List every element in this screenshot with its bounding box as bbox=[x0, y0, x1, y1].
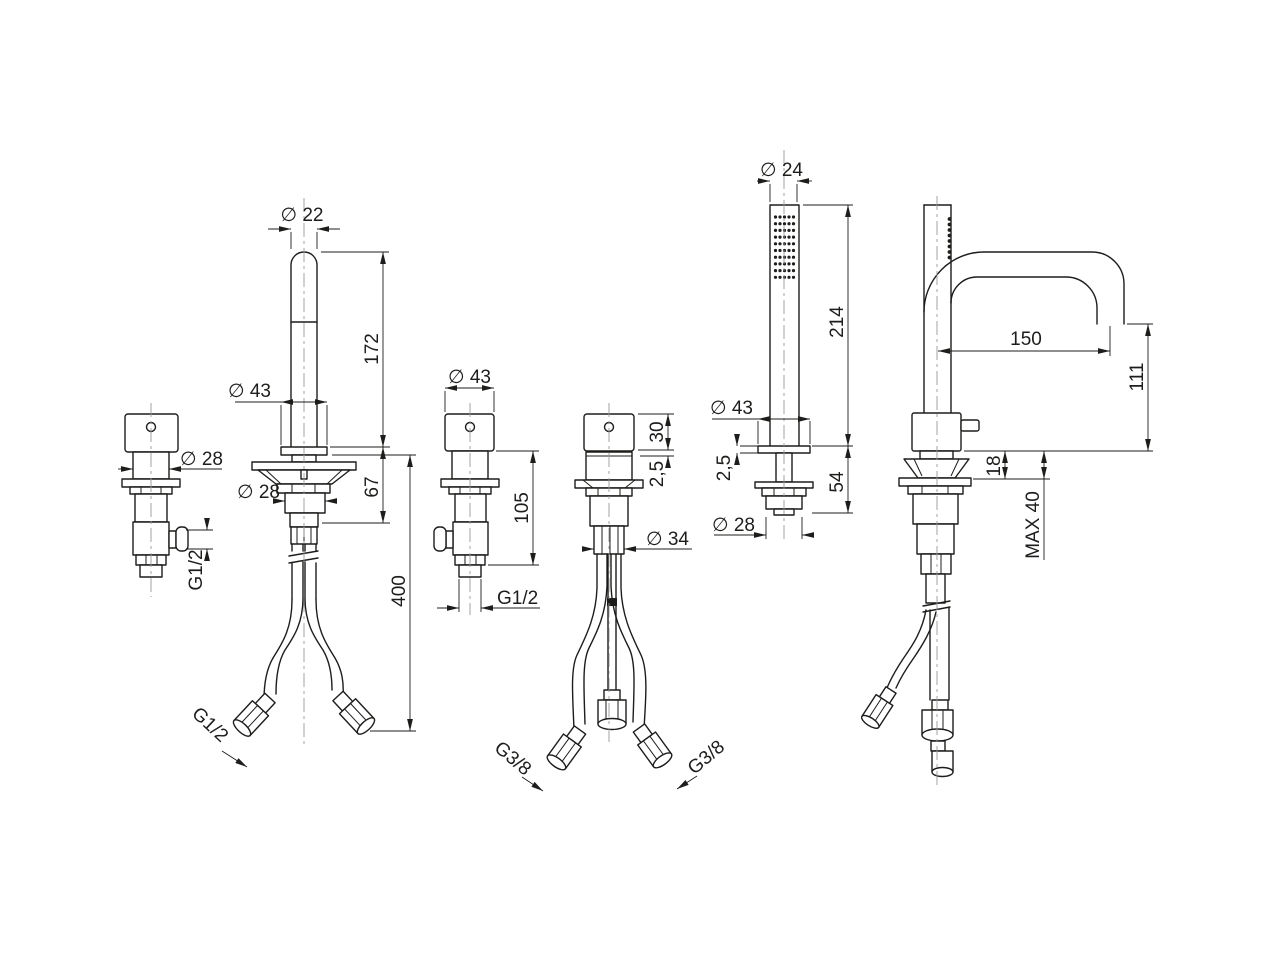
dim-label-diverter-gap: 2,5 bbox=[647, 461, 668, 487]
dim-label-faucet-spout-reach: 150 bbox=[1010, 329, 1042, 350]
left-valve-dimensions bbox=[118, 466, 222, 561]
diverter-dimensions bbox=[521, 413, 698, 792]
dim-label-faucet-spout-height: 111 bbox=[1127, 363, 1148, 392]
hose-fitting-left bbox=[232, 692, 276, 737]
faucet-hose-fitting-left bbox=[860, 686, 897, 729]
dim-label-spout-body-diameter: ∅ 28 bbox=[237, 482, 280, 503]
dim-label-spout-collar-diameter: ∅ 43 bbox=[228, 381, 271, 402]
dim-label-left-valve-thread: G1/2 bbox=[186, 549, 207, 590]
deck-spout-dimensions bbox=[938, 323, 1153, 560]
diverter-fitting-left bbox=[546, 725, 587, 771]
spout-column-view bbox=[232, 198, 376, 748]
dim-label-diverter-thread-diameter: ∅ 34 bbox=[646, 529, 689, 550]
right-valve-dimensions bbox=[437, 385, 540, 612]
handshower-view bbox=[754, 150, 814, 540]
dim-label-handshower-length: 214 bbox=[827, 306, 848, 338]
dim-label-handshower-base-diameter: ∅ 28 bbox=[712, 515, 755, 536]
dim-label-spout-total-height: 400 bbox=[389, 575, 410, 607]
dim-label-diverter-thread-right: G3/8 bbox=[684, 737, 729, 780]
deck-spout-assembled-view bbox=[860, 196, 1125, 788]
diverter-fitting-right bbox=[632, 723, 673, 769]
dim-label-right-valve-diameter: ∅ 43 bbox=[448, 367, 491, 388]
dim-label-spout-top-diameter: ∅ 22 bbox=[281, 205, 324, 226]
dim-label-handshower-collar-thickness: 2,5 bbox=[714, 455, 735, 481]
dim-label-faucet-body-height: 18 bbox=[984, 455, 1005, 476]
right-valve-front-view bbox=[433, 403, 500, 615]
dim-label-faucet-max-deck: MAX 40 bbox=[1023, 491, 1044, 559]
dim-label-diverter-thread-left: G3/8 bbox=[490, 738, 535, 781]
dim-label-left-valve-diameter: ∅ 28 bbox=[180, 449, 223, 470]
spout-column-dimensions bbox=[221, 226, 416, 768]
handshower-dimensions bbox=[712, 178, 853, 539]
dim-label-handshower-diameter: ∅ 24 bbox=[760, 160, 803, 181]
dim-label-right-valve-thread: G1/2 bbox=[497, 588, 538, 609]
dim-label-diverter-handle-height: 30 bbox=[647, 421, 668, 442]
left-valve-side-view bbox=[121, 403, 189, 597]
dim-label-spout-thread: G1/2 bbox=[188, 703, 232, 746]
dim-label-handshower-base-height: 54 bbox=[827, 471, 848, 493]
dim-label-spout-upper-height: 172 bbox=[362, 333, 383, 365]
dim-label-right-valve-height: 105 bbox=[512, 492, 533, 524]
dim-label-spout-base-height: 67 bbox=[362, 476, 383, 497]
dim-label-handshower-collar-diameter: ∅ 43 bbox=[710, 398, 753, 419]
diverter-view bbox=[546, 403, 673, 771]
hose-fitting-right bbox=[332, 690, 376, 735]
